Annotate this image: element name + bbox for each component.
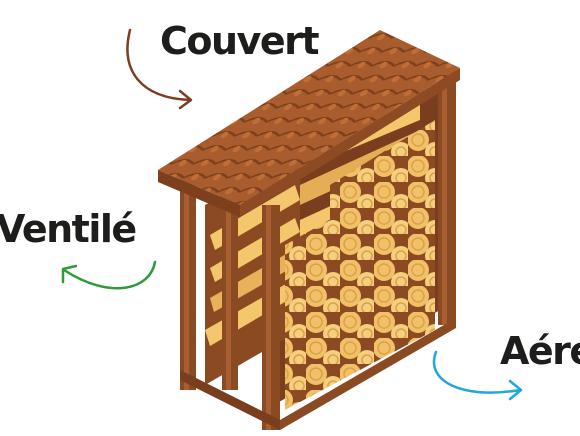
aere-arrow-icon bbox=[432, 350, 523, 401]
label-ventile: Ventilé bbox=[0, 207, 137, 251]
label-aere: Aéré bbox=[500, 329, 580, 373]
rack-frame bbox=[180, 70, 456, 430]
label-couvert: Couvert bbox=[160, 19, 320, 63]
ventile-arrow-icon bbox=[61, 260, 157, 290]
roof bbox=[158, 30, 460, 217]
log-ends-stack bbox=[285, 120, 435, 410]
couvert-arrow-icon bbox=[126, 28, 193, 110]
